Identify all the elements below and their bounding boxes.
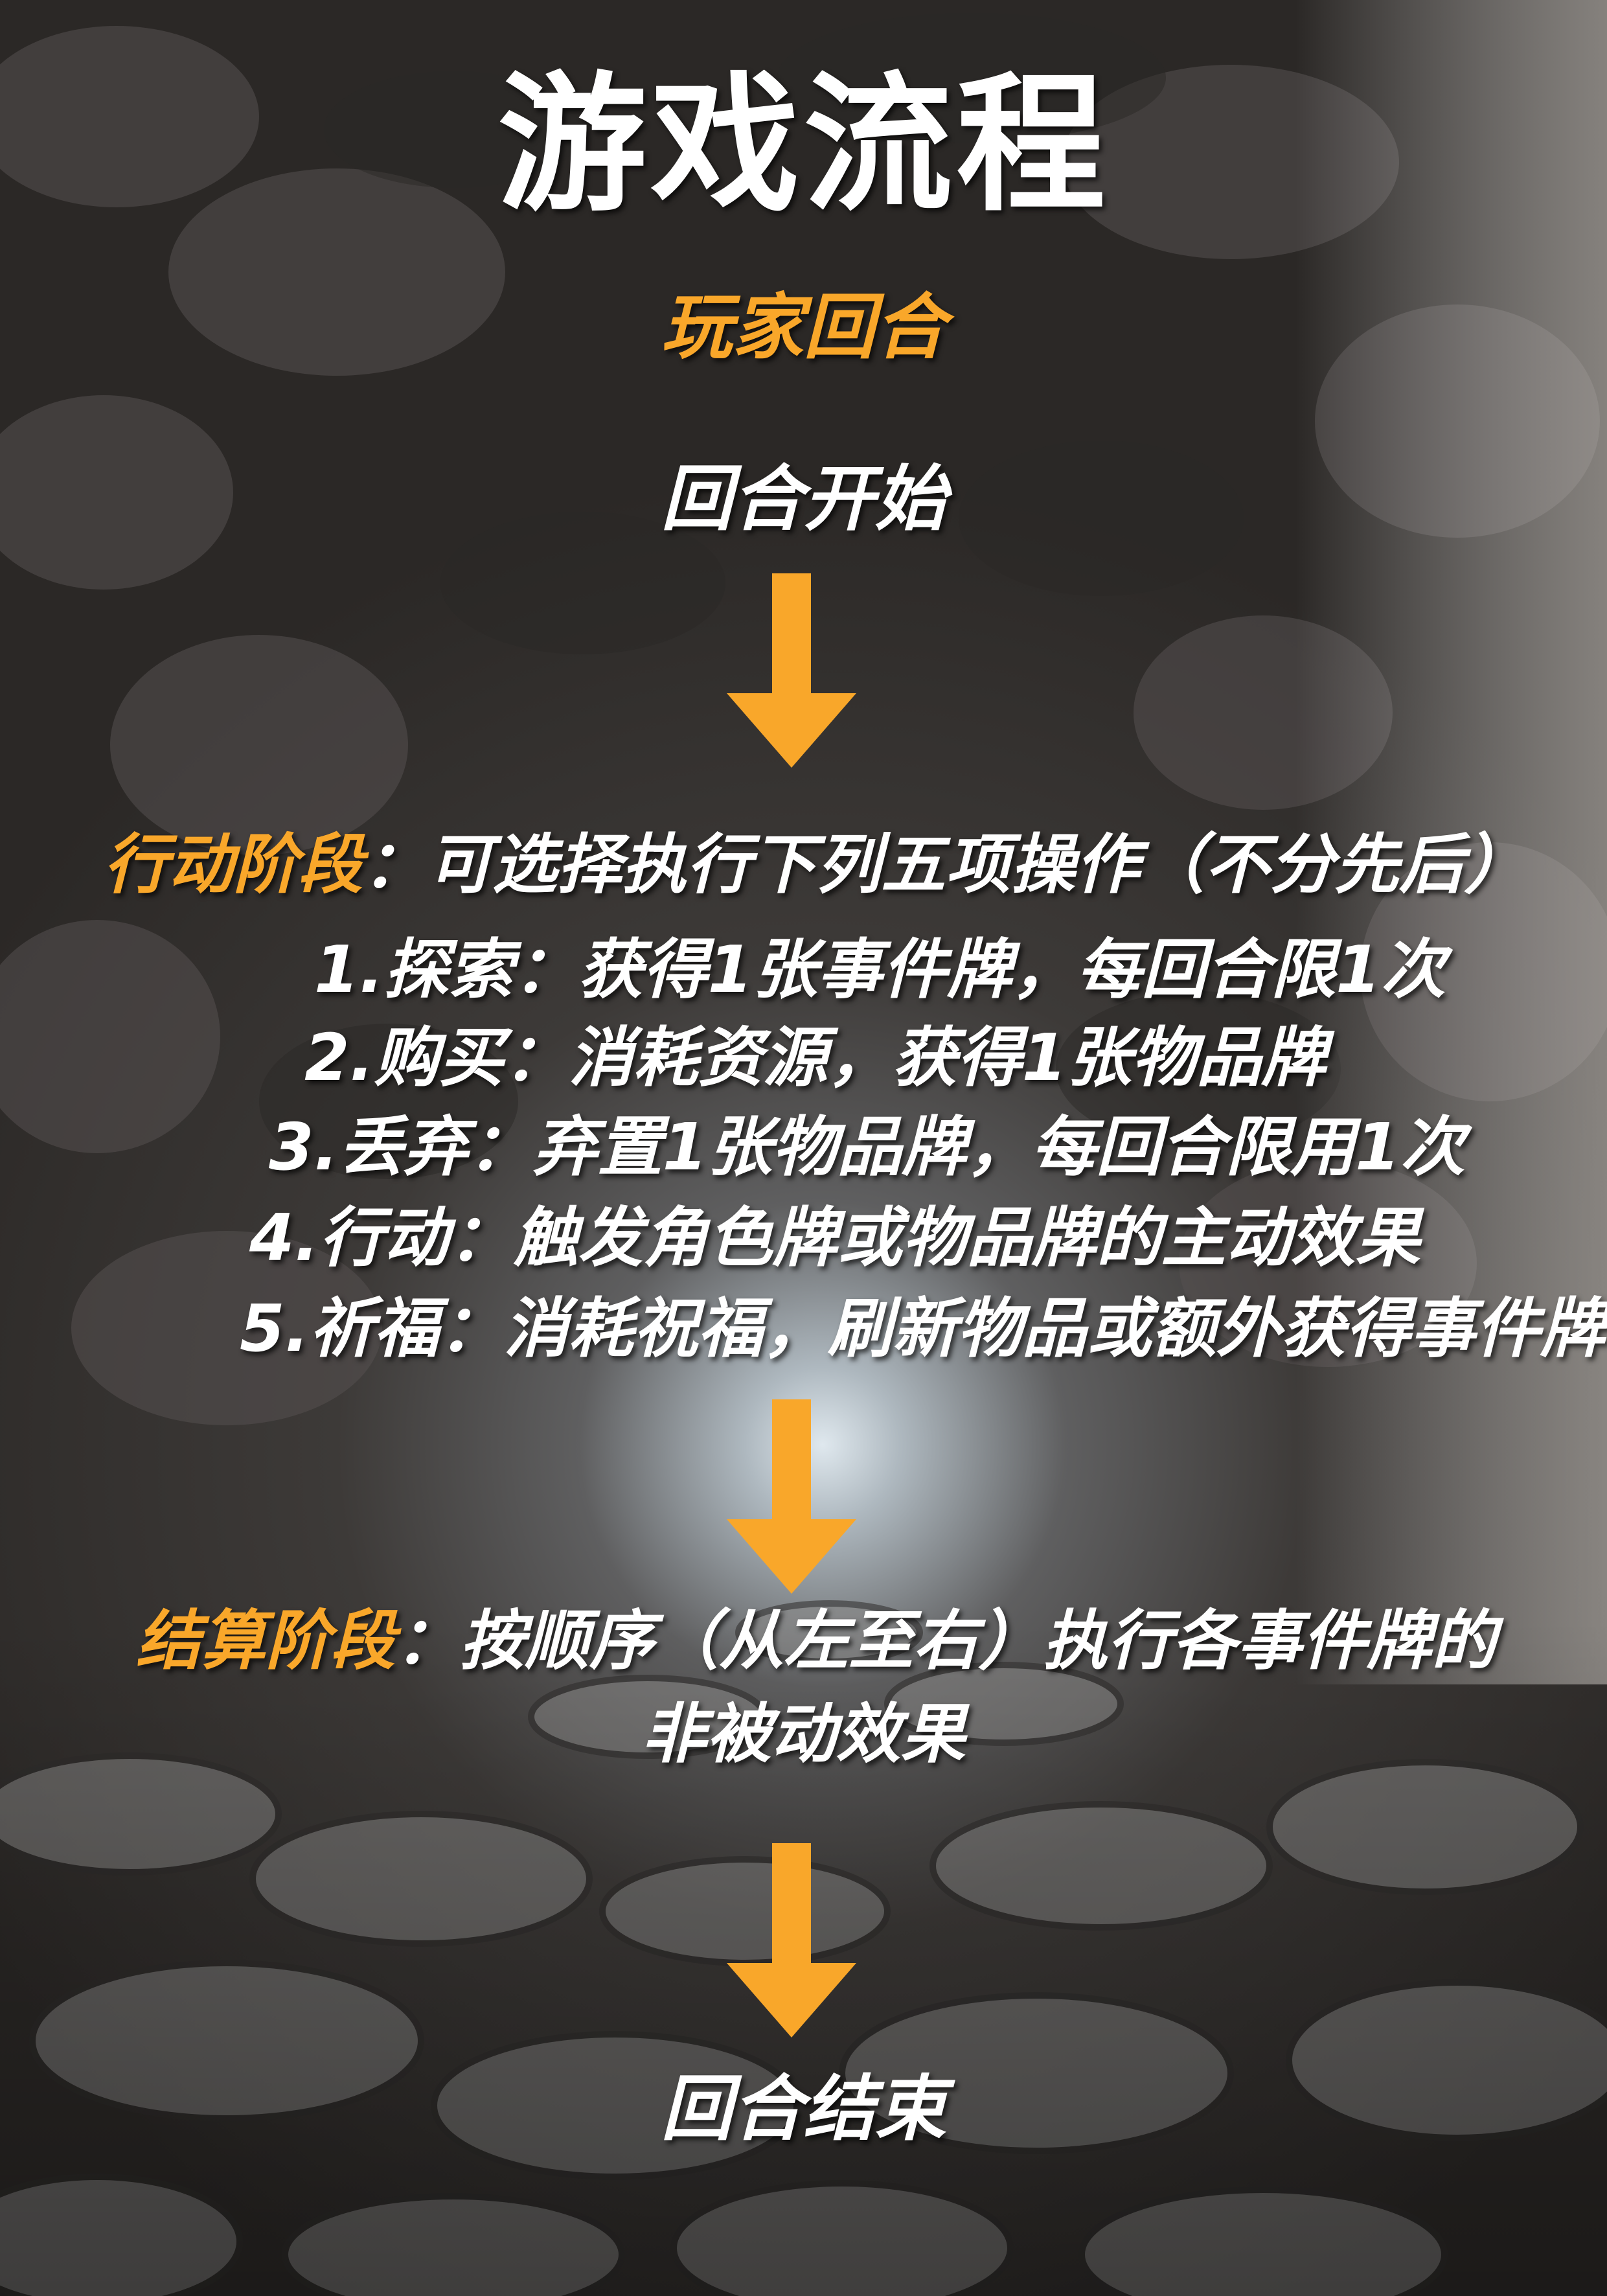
settlement-phase-description-line2: 非被动效果 bbox=[641, 1696, 966, 1772]
action-item-pray: 5.祈福：消耗祝福，刷新物品或额外获得事件牌 bbox=[240, 1291, 1605, 1366]
action-phase-description: ：可选择执行下列五项操作（不分先后） bbox=[363, 827, 1529, 902]
action-item-discard: 3.丢弃：弃置1张物品牌，每回合限用1次 bbox=[269, 1109, 1465, 1185]
arrow-down-icon bbox=[727, 1399, 856, 1594]
settlement-phase-label: 结算阶段 bbox=[136, 1603, 395, 1679]
subtitle: 玩家回合 bbox=[661, 286, 946, 369]
settlement-phase-heading: 结算阶段：按顺序（从左至右）执行各事件牌的 bbox=[136, 1599, 1496, 1683]
settlement-phase-description: ：按顺序（从左至右）执行各事件牌的 bbox=[395, 1603, 1496, 1679]
arrow-down-icon bbox=[727, 1843, 856, 2038]
turn-start-label: 回合开始 bbox=[661, 457, 946, 540]
turn-end-label: 回合结束 bbox=[661, 2067, 946, 2150]
page-title: 游戏流程 bbox=[497, 59, 1110, 232]
action-item-explore: 1.探索：获得1张事件牌，每回合限1次 bbox=[314, 932, 1446, 1007]
action-phase-label: 行动阶段 bbox=[104, 827, 363, 902]
action-item-activate: 4.行动：触发角色牌或物品牌的主动效果 bbox=[249, 1200, 1420, 1276]
action-phase-heading: 行动阶段：可选择执行下列五项操作（不分先后） bbox=[104, 823, 1529, 907]
arrow-down-icon bbox=[727, 573, 856, 768]
action-item-purchase: 2.购买：消耗资源，获得1张物品牌 bbox=[304, 1020, 1327, 1096]
